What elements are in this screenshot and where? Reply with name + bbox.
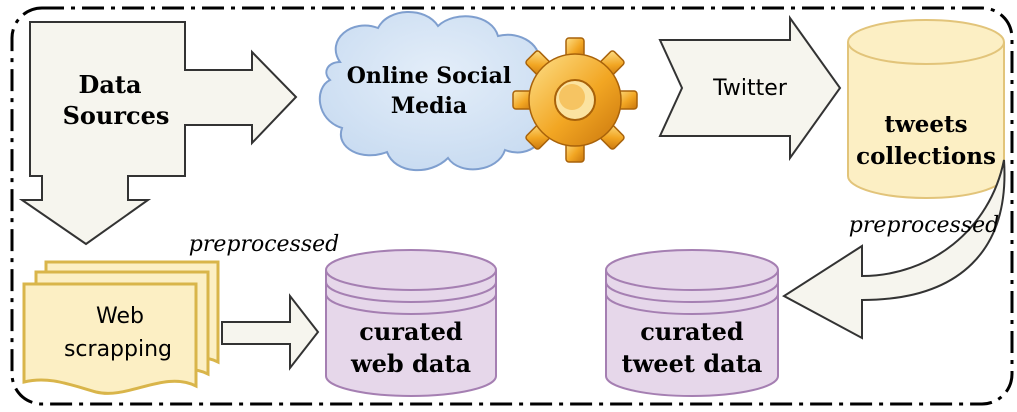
data-sources-line2: Sources	[63, 101, 170, 130]
web-preprocessed-label: preprocessed	[189, 232, 340, 257]
data-sources-arrow	[18, 21, 298, 246]
tweets-to-curated-arrow	[782, 159, 1006, 340]
twitter-arrow	[658, 14, 842, 162]
outer-border	[10, 6, 1014, 406]
curated-web-data-line2: web data	[350, 349, 471, 378]
web-scrapping-line2: scrapping	[64, 337, 172, 362]
curated-web-data-cylinder	[325, 249, 497, 397]
data-sources-line1: Data	[79, 70, 142, 99]
document-stack	[22, 260, 220, 395]
online-social-media-line1: Online Social	[347, 63, 511, 89]
curated-tweet-data-line2: tweet data	[622, 349, 763, 378]
twitter-label: Twitter	[712, 76, 788, 101]
curated-web-data-line1: curated	[359, 317, 463, 346]
web-to-curated-arrow	[221, 293, 320, 371]
tweet-preprocessed-label: preprocessed	[849, 213, 1000, 238]
tweets-collections-line1: tweets	[884, 111, 967, 138]
online-social-media-line2: Media	[391, 93, 467, 119]
tweets-collections-cylinder	[847, 19, 1005, 199]
curated-tweet-data-line1: curated	[640, 317, 744, 346]
gear-icon	[512, 37, 638, 163]
tweets-collections-line2: collections	[856, 143, 996, 170]
web-scrapping-line1: Web	[96, 304, 144, 329]
curated-tweet-data-cylinder	[605, 249, 779, 397]
